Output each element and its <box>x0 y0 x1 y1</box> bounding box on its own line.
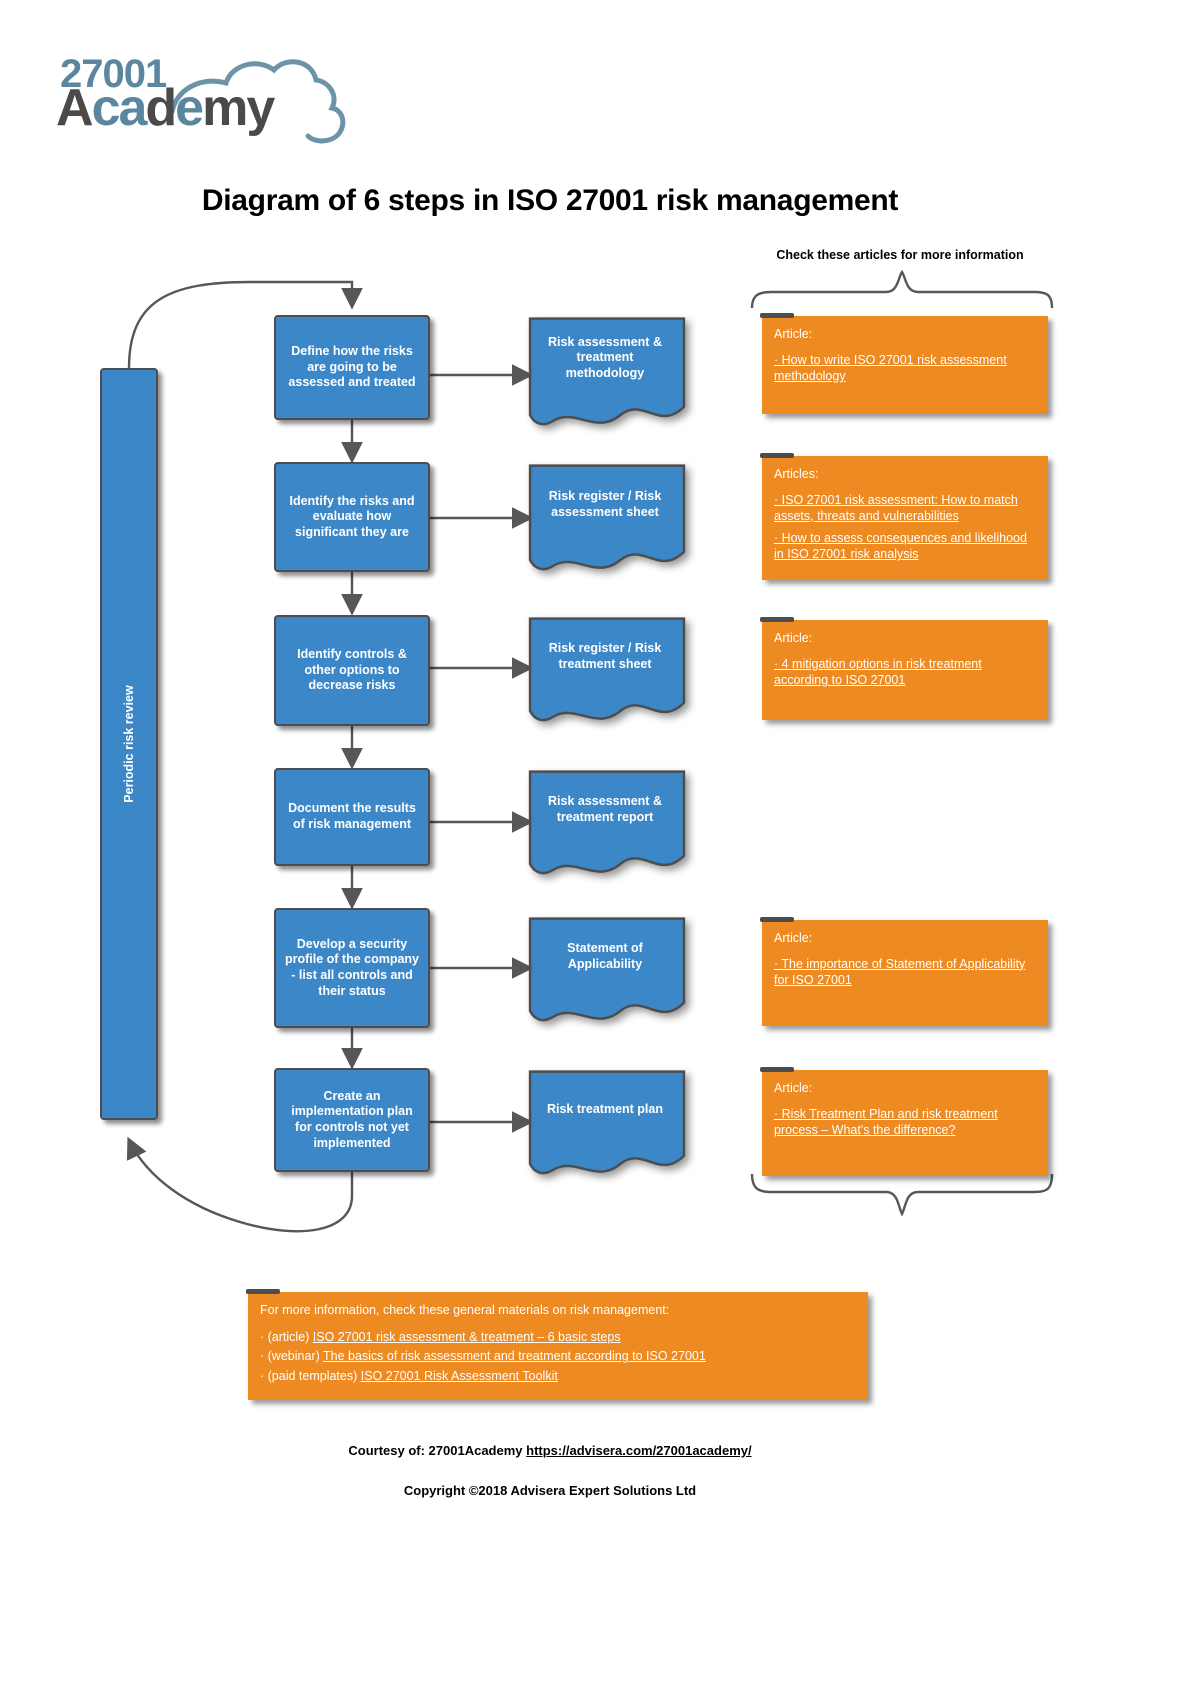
general-materials-row-1-prefix: · (article) <box>260 1329 313 1344</box>
article-card-1-heading: Article: <box>774 327 813 341</box>
step-3-box[interactable]: Identify controls & other options to dec… <box>274 615 430 726</box>
logo-bottom-text: Academy <box>56 79 275 137</box>
step-6-label: Create an implementation plan for contro… <box>291 1088 413 1150</box>
output-6-doc[interactable]: Risk treatment plan <box>528 1068 686 1178</box>
article-card-2-heading: Articles: <box>774 467 819 481</box>
article-card-4-heading: Article: <box>774 931 813 945</box>
article-card-5-link-1[interactable]: · Risk Treatment Plan and risk treatment… <box>774 1106 998 1138</box>
cloud-icon <box>170 59 346 144</box>
general-materials-row-3-prefix: · (paid templates) <box>260 1368 361 1383</box>
step-1-box[interactable]: Define how the risks are going to be ass… <box>274 315 430 420</box>
brand-logo: 27001 Academy <box>52 52 346 152</box>
general-materials-row-3[interactable]: · (paid templates) ISO 27001 Risk Assess… <box>260 1368 856 1385</box>
brace-top <box>750 269 1054 309</box>
article-card-3-link-1[interactable]: · 4 mitigation options in risk treatment… <box>774 656 982 688</box>
output-3-doc[interactable]: Risk register / Risk treatment sheet <box>528 615 686 725</box>
output-1-doc[interactable]: Risk assessment & treatment methodology <box>528 315 686 429</box>
logo-top-text: 27001 <box>60 52 167 96</box>
general-materials-row-2[interactable]: · (webinar) The basics of risk assessmen… <box>260 1348 856 1365</box>
article-card-3-heading: Article: <box>774 631 813 645</box>
general-materials-row-2-link[interactable]: The basics of risk assessment and treatm… <box>322 1349 706 1363</box>
article-card-2-link-1[interactable]: · ISO 27001 risk assessment: How to matc… <box>774 492 1018 524</box>
footer-courtesy: Courtesy of: 27001Academy https://advise… <box>0 1443 1100 1458</box>
periodic-risk-review-bar: Periodic risk review <box>100 368 158 1120</box>
general-materials-heading: For more information, check these genera… <box>260 1303 670 1317</box>
general-materials-row-1[interactable]: · (article) ISO 27001 risk assessment & … <box>260 1329 856 1346</box>
step-1-label: Define how the risks are going to be ass… <box>288 344 416 390</box>
general-materials-box[interactable]: For more information, check these genera… <box>246 1289 868 1400</box>
step-2-label: Identify the risks and evaluate how sign… <box>289 493 415 539</box>
article-card-5[interactable]: Article: · Risk Treatment Plan and risk … <box>760 1067 1048 1176</box>
output-2-doc[interactable]: Risk register / Risk assessment sheet <box>528 462 686 574</box>
article-card-2[interactable]: Articles: · ISO 27001 risk assessment: H… <box>760 453 1048 580</box>
periodic-risk-review-label: Periodic risk review <box>122 685 136 803</box>
step-2-box[interactable]: Identify the risks and evaluate how sign… <box>274 462 430 572</box>
article-card-2-link-2[interactable]: · How to assess consequences and likelih… <box>774 530 1027 562</box>
articles-section-caption: Check these articles for more informatio… <box>776 248 1024 262</box>
step-3-label: Identify controls & other options to dec… <box>297 647 407 693</box>
page-title: Diagram of 6 steps in ISO 27001 risk man… <box>201 184 899 217</box>
article-card-1-link-1[interactable]: · How to write ISO 27001 risk assessment… <box>774 352 1007 384</box>
output-4-doc[interactable]: Risk assessment & treatment report <box>528 768 686 878</box>
output-5-doc[interactable]: Statement of Applicability <box>528 915 686 1025</box>
footer-courtesy-link[interactable]: https://advisera.com/27001academy/ <box>526 1443 752 1458</box>
article-card-4-link-1[interactable]: · The importance of Statement of Applica… <box>774 956 1026 988</box>
article-card-3[interactable]: Article: · 4 mitigation options in risk … <box>760 617 1048 720</box>
step-5-box[interactable]: Develop a security profile of the compan… <box>274 908 430 1028</box>
footer-copyright: Copyright ©2018 Advisera Expert Solution… <box>403 1483 697 1498</box>
general-materials-row-2-prefix: · (webinar) <box>260 1349 323 1363</box>
brace-bottom <box>750 1173 1054 1217</box>
general-materials-row-1-link[interactable]: ISO 27001 risk assessment & treatment – … <box>312 1329 621 1344</box>
step-4-label: Document the results of risk management <box>288 801 416 831</box>
step-5-label: Develop a security profile of the compan… <box>284 936 420 998</box>
step-4-box[interactable]: Document the results of risk management <box>274 768 430 866</box>
footer-courtesy-prefix: Courtesy of: 27001Academy <box>348 1443 527 1458</box>
article-card-5-heading: Article: <box>774 1081 813 1095</box>
general-materials-row-3-link[interactable]: ISO 27001 Risk Assessment Toolkit <box>360 1368 558 1383</box>
article-card-1[interactable]: Article: · How to write ISO 27001 risk a… <box>760 313 1048 414</box>
step-6-box[interactable]: Create an implementation plan for contro… <box>274 1068 430 1172</box>
article-card-4[interactable]: Article: · The importance of Statement o… <box>760 917 1048 1026</box>
